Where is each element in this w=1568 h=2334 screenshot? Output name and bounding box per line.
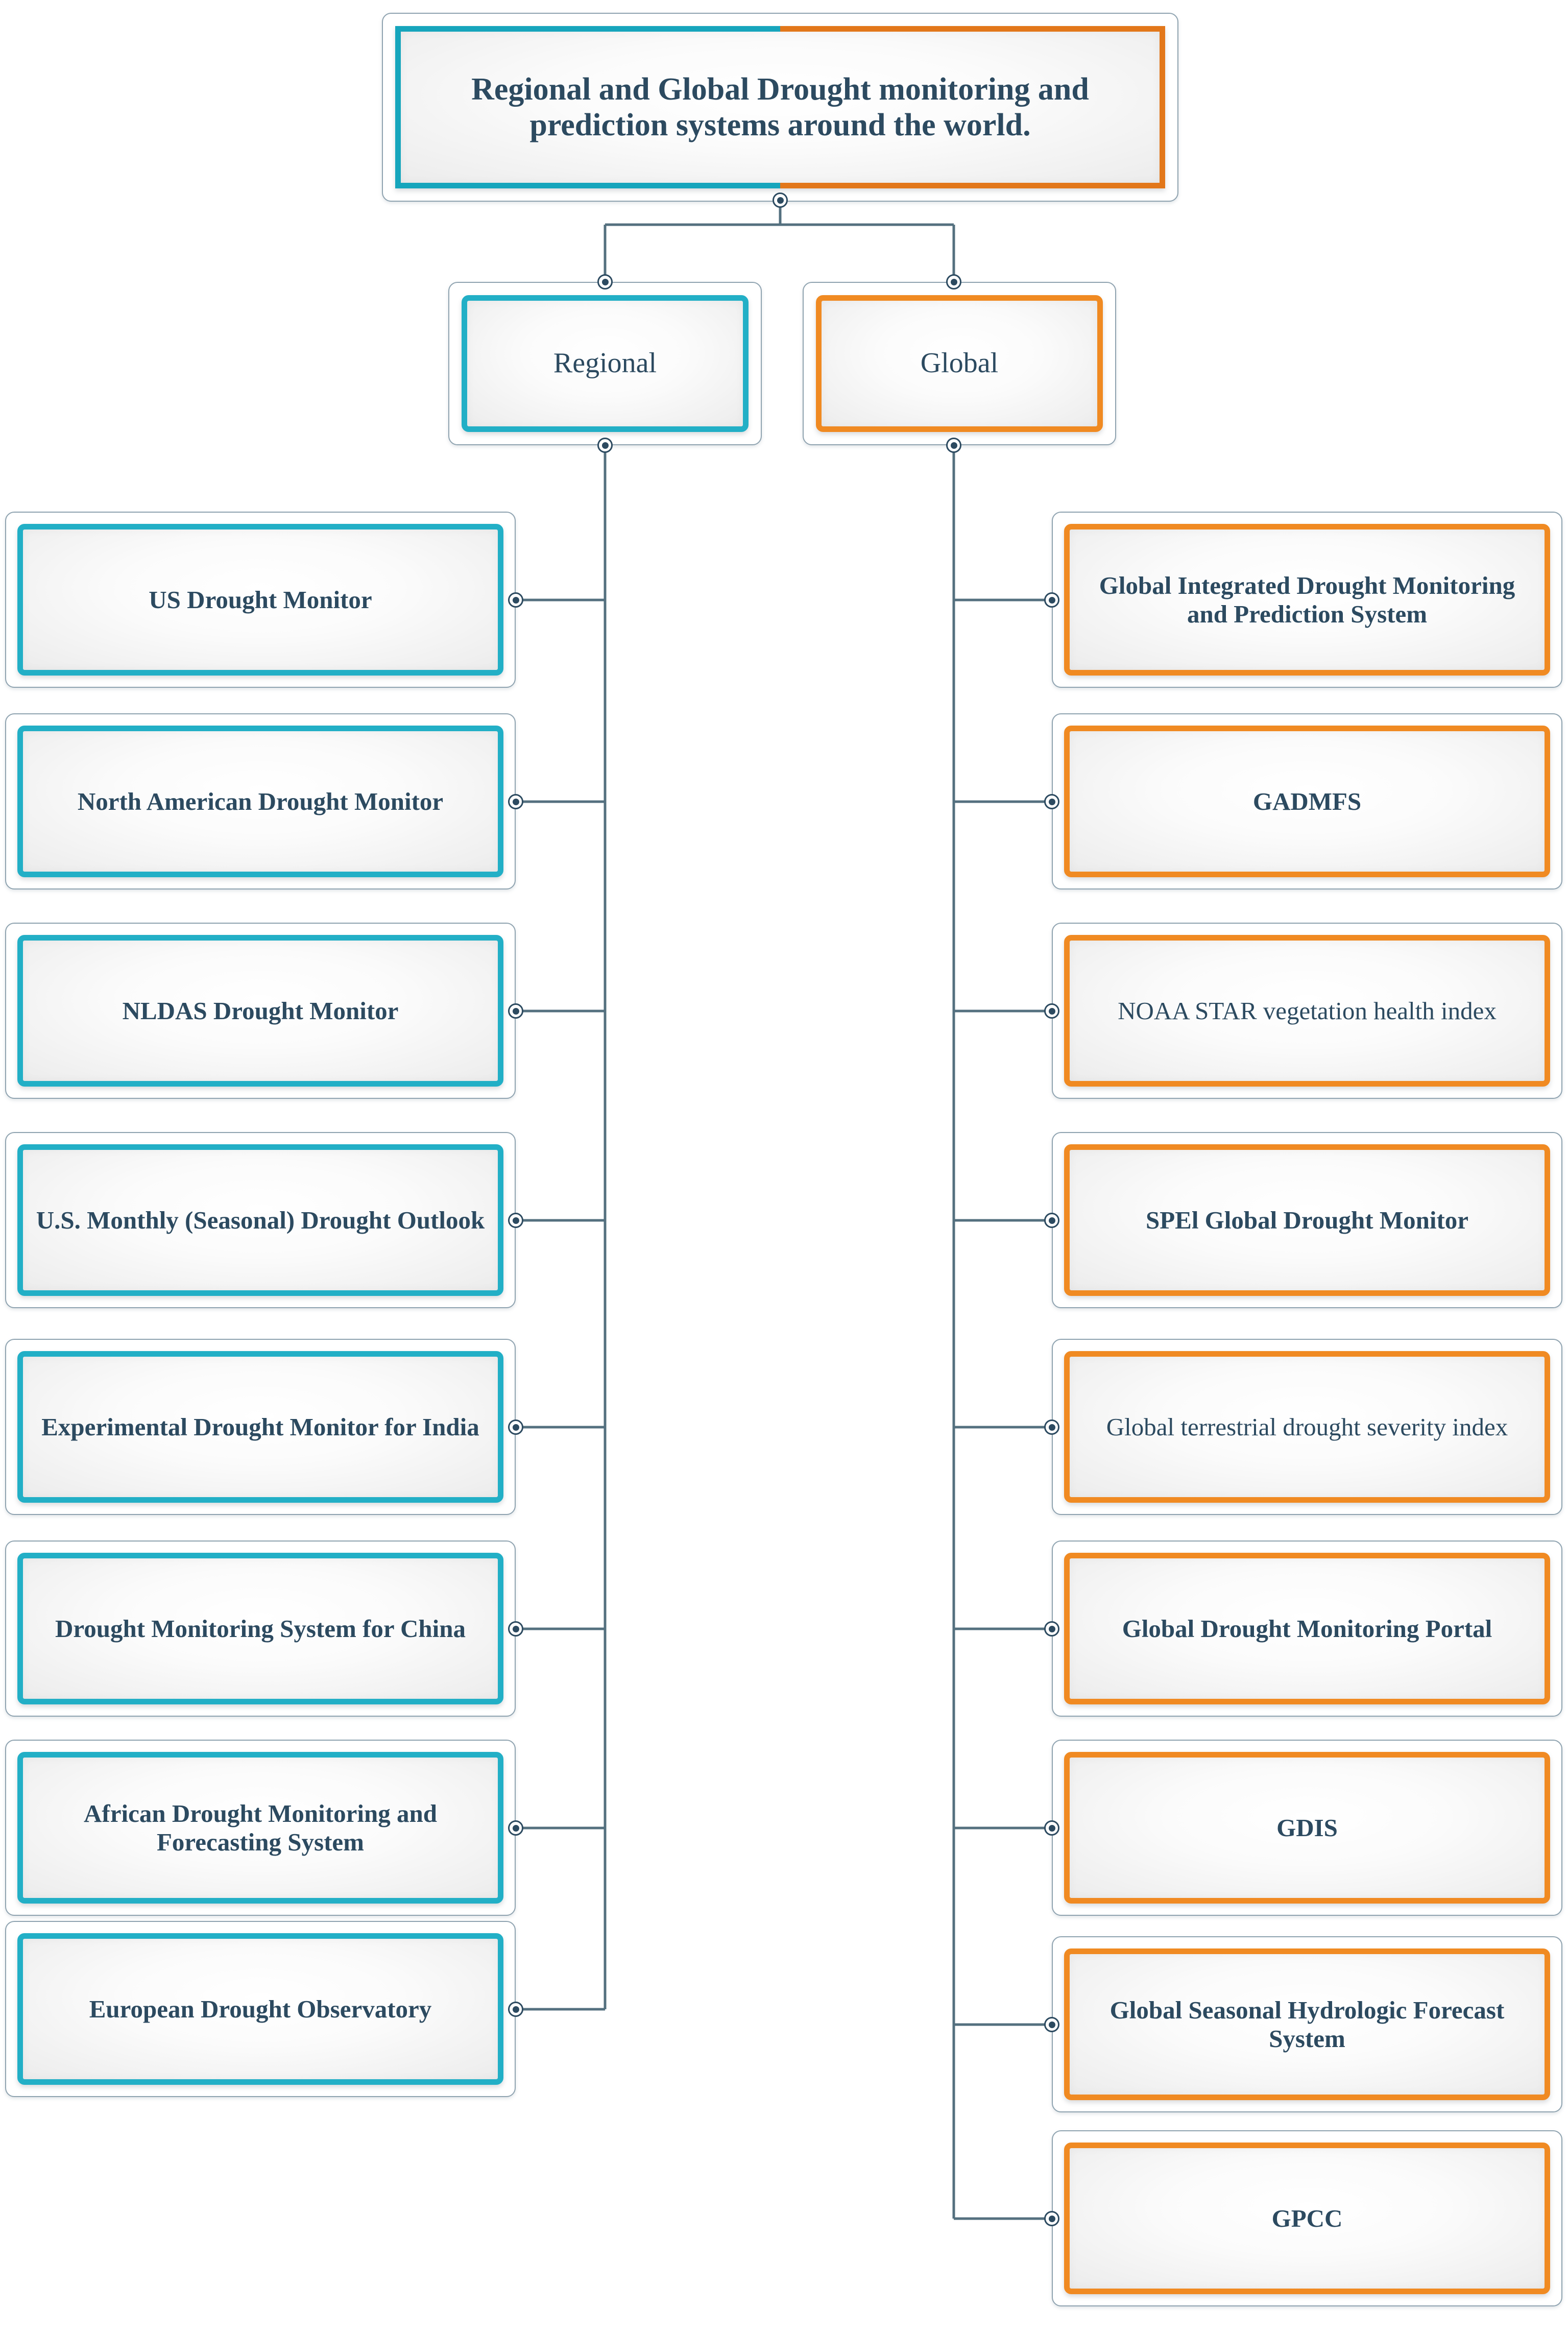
branch-node-global-label: Global <box>920 347 999 379</box>
leaf-port-global-9 <box>1044 2211 1059 2226</box>
leaf-port-regional-1 <box>508 592 523 608</box>
leaf-node-regional-5-plate: Experimental Drought Monitor for India <box>17 1351 503 1503</box>
leaf-port-global-7 <box>1044 1820 1059 1836</box>
leaf-node-regional-2[interactable]: North American Drought Monitor <box>5 713 516 889</box>
leaf-port-global-8 <box>1044 2017 1059 2032</box>
leaf-node-global-8[interactable]: Global Seasonal Hydrologic Forecast Syst… <box>1052 1936 1562 2112</box>
branch-node-global[interactable]: Global <box>803 282 1116 445</box>
leaf-node-global-1[interactable]: Global Integrated Drought Monitoring and… <box>1052 512 1562 688</box>
root-node[interactable]: Regional and Global Drought monitoring a… <box>382 13 1178 202</box>
leaf-node-regional-2-label: North American Drought Monitor <box>77 787 444 815</box>
leaf-node-global-8-plate: Global Seasonal Hydrologic Forecast Syst… <box>1064 1948 1550 2100</box>
leaf-node-global-3[interactable]: NOAA STAR vegetation health index <box>1052 923 1562 1099</box>
leaf-node-regional-6-label: Drought Monitoring System for China <box>55 1614 466 1643</box>
leaf-node-global-2-plate: GADMFS <box>1064 726 1550 877</box>
leaf-node-global-6-label: Global Drought Monitoring Portal <box>1122 1614 1492 1643</box>
leaf-port-global-6 <box>1044 1621 1059 1637</box>
branch-node-regional-label: Regional <box>553 347 657 379</box>
leaf-node-global-4-plate: SPEl Global Drought Monitor <box>1064 1144 1550 1296</box>
leaf-port-global-5 <box>1044 1419 1059 1435</box>
leaf-node-regional-5-label: Experimental Drought Monitor for India <box>41 1412 479 1441</box>
leaf-node-global-5-label: Global terrestrial drought severity inde… <box>1106 1412 1508 1441</box>
leaf-node-regional-4-plate: U.S. Monthly (Seasonal) Drought Outlook <box>17 1144 503 1296</box>
leaf-port-regional-7 <box>508 1820 523 1836</box>
leaf-node-regional-7-plate: African Drought Monitoring and Forecasti… <box>17 1752 503 1904</box>
leaf-node-global-3-plate: NOAA STAR vegetation health index <box>1064 935 1550 1087</box>
leaf-node-global-3-label: NOAA STAR vegetation health index <box>1118 996 1497 1025</box>
leaf-node-regional-3-plate: NLDAS Drought Monitor <box>17 935 503 1087</box>
leaf-node-regional-7-label: African Drought Monitoring and Forecasti… <box>84 1799 437 1856</box>
leaf-node-global-4-label: SPEl Global Drought Monitor <box>1145 1206 1469 1234</box>
leaf-node-global-7-plate: GDIS <box>1064 1752 1550 1904</box>
leaf-node-regional-8-label: European Drought Observatory <box>89 1994 432 2023</box>
leaf-node-regional-7[interactable]: African Drought Monitoring and Forecasti… <box>5 1740 516 1916</box>
leaf-node-global-9-plate: GPCC <box>1064 2143 1550 2294</box>
leaf-node-regional-8-plate: European Drought Observatory <box>17 1933 503 2085</box>
leaf-node-regional-1-label: US Drought Monitor <box>149 585 372 614</box>
leaf-node-regional-2-plate: North American Drought Monitor <box>17 726 503 877</box>
branch-node-regional-plate: Regional <box>462 295 749 432</box>
regional-bottom-port <box>597 438 613 453</box>
leaf-port-regional-2 <box>508 794 523 809</box>
branch-node-regional[interactable]: Regional <box>448 282 762 445</box>
leaf-node-regional-1-plate: US Drought Monitor <box>17 524 503 676</box>
global-bottom-port <box>946 438 961 453</box>
leaf-port-regional-5 <box>508 1419 523 1435</box>
leaf-node-regional-6[interactable]: Drought Monitoring System for China <box>5 1541 516 1717</box>
leaf-node-regional-3-label: NLDAS Drought Monitor <box>122 996 399 1025</box>
leaf-node-global-1-label: Global Integrated Drought Monitoring and… <box>1099 571 1515 628</box>
leaf-port-global-2 <box>1044 794 1059 809</box>
leaf-port-global-1 <box>1044 592 1059 608</box>
leaf-node-regional-4[interactable]: U.S. Monthly (Seasonal) Drought Outlook <box>5 1132 516 1308</box>
leaf-node-global-5[interactable]: Global terrestrial drought severity inde… <box>1052 1339 1562 1515</box>
leaf-port-regional-4 <box>508 1213 523 1228</box>
branch-node-global-plate: Global <box>816 295 1103 432</box>
leaf-node-regional-1[interactable]: US Drought Monitor <box>5 512 516 688</box>
leaf-node-regional-5[interactable]: Experimental Drought Monitor for India <box>5 1339 516 1515</box>
leaf-node-regional-4-label: U.S. Monthly (Seasonal) Drought Outlook <box>36 1206 485 1234</box>
root-node-label: Regional and Global Drought monitoring a… <box>471 71 1089 142</box>
leaf-port-regional-3 <box>508 1003 523 1019</box>
leaf-node-global-1-plate: Global Integrated Drought Monitoring and… <box>1064 524 1550 676</box>
global-top-port <box>946 274 961 290</box>
leaf-node-global-2[interactable]: GADMFS <box>1052 713 1562 889</box>
leaf-port-global-4 <box>1044 1213 1059 1228</box>
leaf-node-regional-3[interactable]: NLDAS Drought Monitor <box>5 923 516 1099</box>
leaf-node-global-7[interactable]: GDIS <box>1052 1740 1562 1916</box>
leaf-node-global-4[interactable]: SPEl Global Drought Monitor <box>1052 1132 1562 1308</box>
leaf-port-regional-8 <box>508 2002 523 2017</box>
leaf-node-regional-8[interactable]: European Drought Observatory <box>5 1921 516 2097</box>
leaf-port-regional-6 <box>508 1621 523 1637</box>
leaf-node-global-2-label: GADMFS <box>1252 787 1362 815</box>
leaf-node-global-9[interactable]: GPCC <box>1052 2130 1562 2306</box>
regional-top-port <box>597 274 613 290</box>
leaf-node-global-9-label: GPCC <box>1271 2204 1343 2232</box>
leaf-port-global-3 <box>1044 1003 1059 1019</box>
root-bottom-port <box>773 193 788 208</box>
leaf-node-global-8-label: Global Seasonal Hydrologic Forecast Syst… <box>1109 1996 1505 2053</box>
leaf-node-global-6[interactable]: Global Drought Monitoring Portal <box>1052 1541 1562 1717</box>
leaf-node-regional-6-plate: Drought Monitoring System for China <box>17 1553 503 1704</box>
root-node-plate: Regional and Global Drought monitoring a… <box>395 26 1165 188</box>
leaf-node-global-7-label: GDIS <box>1276 1813 1338 1842</box>
leaf-node-global-5-plate: Global terrestrial drought severity inde… <box>1064 1351 1550 1503</box>
leaf-node-global-6-plate: Global Drought Monitoring Portal <box>1064 1553 1550 1704</box>
